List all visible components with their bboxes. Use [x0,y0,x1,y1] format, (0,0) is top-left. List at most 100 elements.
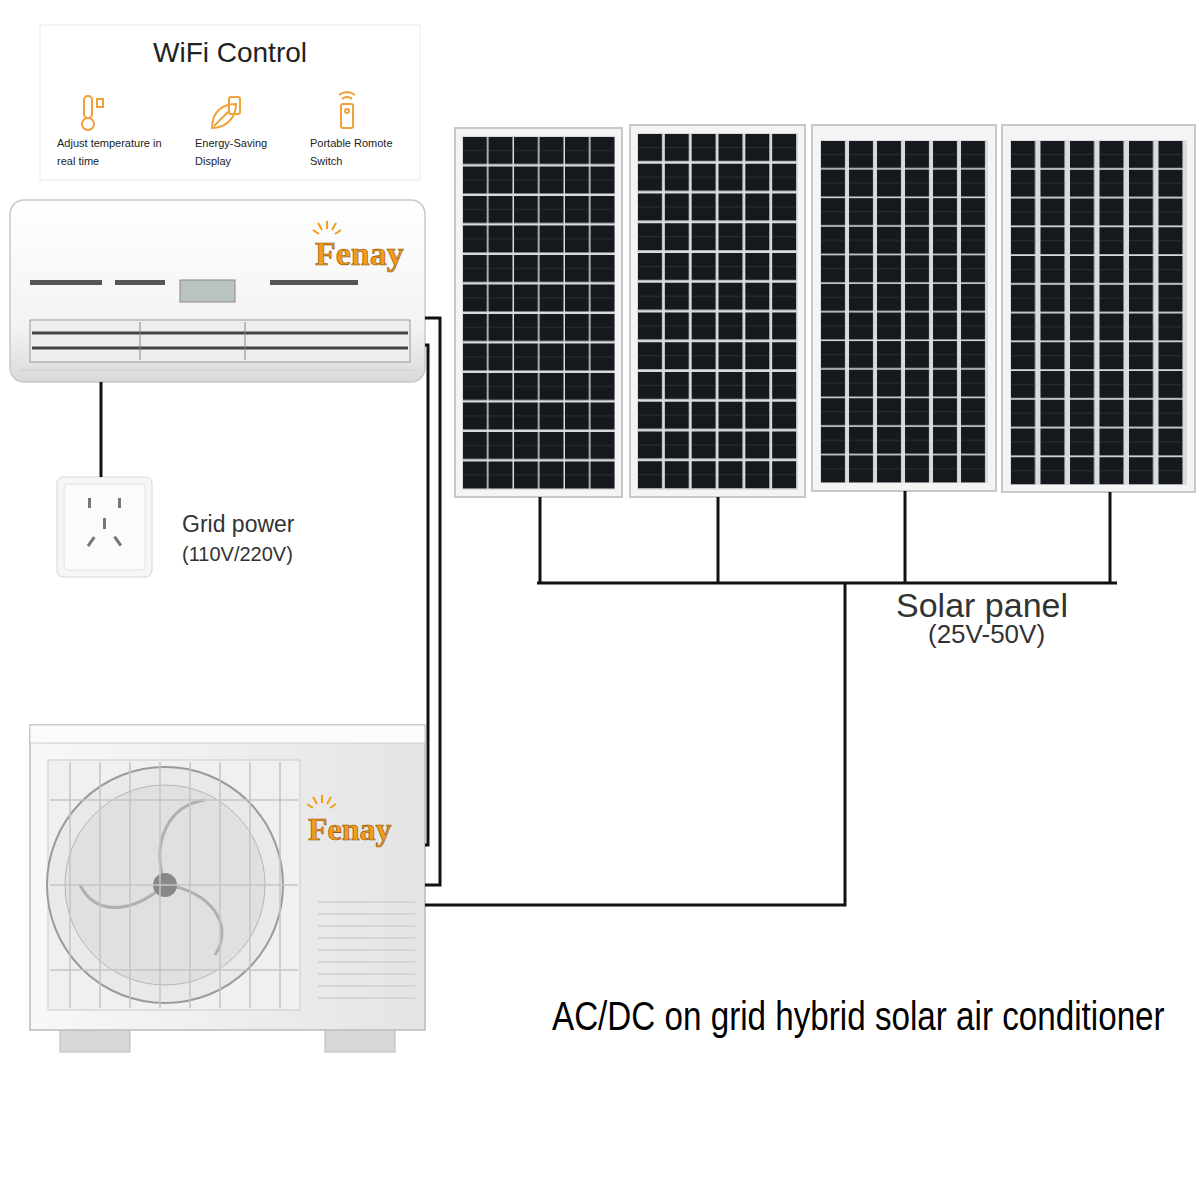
air-slot [115,280,165,285]
panel-cells [1010,140,1187,485]
louver-divider [140,322,141,360]
voltage-label: (25V-50V) [928,620,1045,650]
wire-connector [100,382,103,477]
panel-frame [1002,125,1195,492]
panel-frame [812,125,996,491]
solar-panels [455,125,1195,497]
voltage-label: (110V/220V) [182,543,293,566]
feature-label: Adjust temperature in real time [57,134,163,170]
sun-ray [318,223,322,230]
sun-ray [313,230,319,234]
thermometer-bulb [82,118,94,130]
sun-ray [321,795,323,803]
remote-icon [341,104,353,128]
feature-label: Portable Romote Switch [310,134,410,170]
panel-cells [820,140,988,483]
wire-connector [425,655,845,905]
panel-frame [630,125,805,497]
remote-button [345,109,349,113]
outdoor-unit-drawing [30,725,425,1052]
fan-blade [160,800,205,885]
bus-wire [844,583,847,655]
louver-divider [245,322,246,360]
socket-face [64,484,145,570]
logo-sun-rays [313,221,341,234]
logo-sun-rays [307,795,336,808]
feature-icons [82,92,355,130]
outdoor-body [30,725,425,1030]
vent-line [318,913,415,915]
connectors [101,318,845,905]
vent-line [318,973,415,975]
panel-lead [1109,492,1112,583]
sun-ray [330,804,336,808]
feature-label: Energy-Saving Display [195,134,295,170]
panel-back [1010,140,1187,485]
sun-ray [335,230,341,234]
louver [30,320,410,362]
panel-wiring [537,491,1117,655]
panel-back [637,133,798,490]
panel-lead [717,497,720,583]
grille-bar [50,969,298,971]
sun-ray [332,223,336,230]
unit-foot [325,1028,395,1052]
louver-slat [32,347,408,350]
socket-slot [103,518,106,529]
socket-slot [88,498,91,508]
vent-line [318,949,415,951]
bus-wire [537,582,1117,585]
panel-cells [462,136,615,490]
panel-lead [904,491,907,583]
thermometer-display [97,99,103,107]
panel-frame [455,128,622,497]
sun-ray [326,221,328,229]
leaf-vein [214,110,230,126]
solar-array: Solar panel(25V-50V) [450,120,1198,655]
panel-back [462,136,615,490]
outdoor-unit: Fenay [30,725,425,1030]
signal-wave [342,97,352,99]
thermometer-icon [84,96,92,118]
wifi-panel-box [40,25,420,180]
side-vents [318,902,415,998]
grid-socket: Grid power(110V/220V) [57,477,312,577]
indoor-unit-drawing [10,200,425,382]
panel-title: WiFi Control [44,37,416,69]
body-edge [20,370,415,371]
panel-lead [539,497,542,583]
sun-ray [313,797,317,804]
air-slot [270,280,358,285]
fan-blade [80,885,165,908]
panel-back [820,140,988,483]
caption: AC/DC on grid hybrid solar air condition… [552,993,1165,1039]
vent-line [318,961,415,963]
indoor-body [10,200,425,382]
vent-line [318,997,415,999]
wire-connector [425,318,440,885]
grille-bar [50,884,298,886]
brand-logo: Fenay [315,234,404,273]
socket-slot [118,498,121,508]
vent-line [318,925,415,927]
louver-slat [32,332,408,335]
socket-slot [87,536,96,547]
display-window [180,280,235,302]
grille-bar [50,799,298,801]
unit-foot [60,1028,130,1052]
vent-line [318,937,415,939]
leaf-icon [212,104,236,128]
vent-line [318,985,415,987]
fan-grille-frame [48,760,300,1010]
grille-bars [50,762,298,1008]
panel-cells [637,133,798,490]
socket-slot [113,536,122,547]
vent-line [318,901,415,903]
wall-socket [57,477,152,577]
sun-ray [327,797,331,804]
socket-plate [57,477,152,577]
brand-logo: Fenay [308,811,392,848]
fan-blade [165,885,222,955]
top-lip [30,725,425,743]
air-slot [30,280,102,285]
